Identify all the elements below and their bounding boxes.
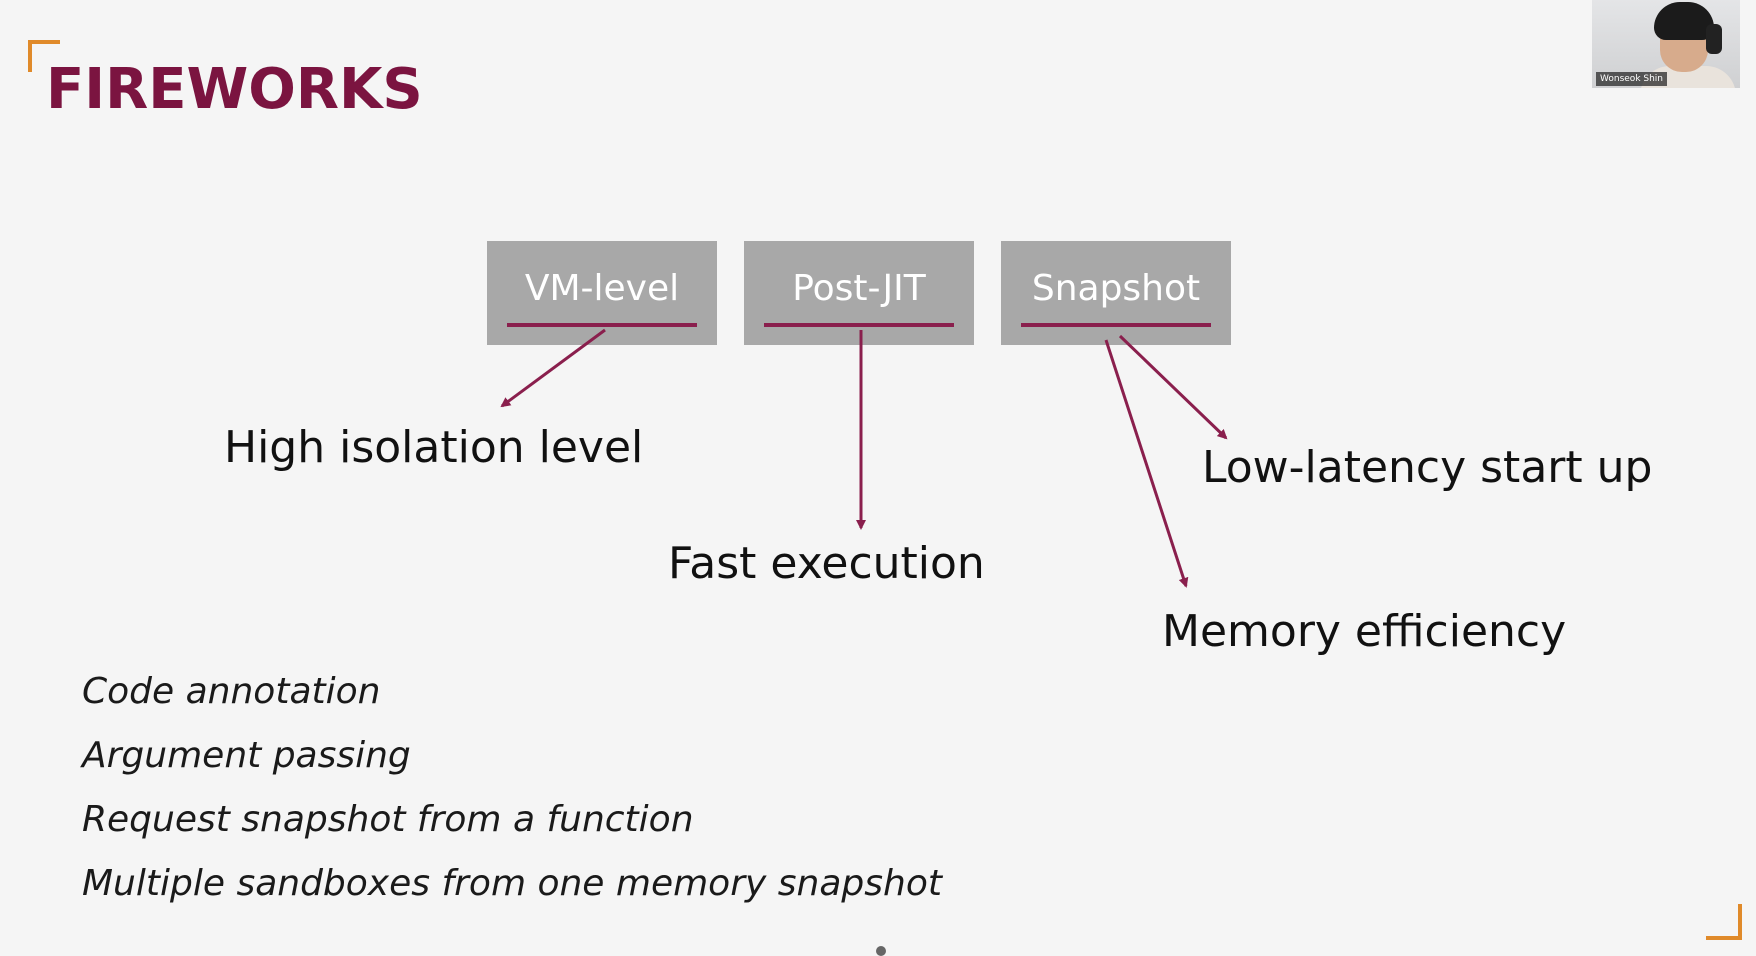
slide-corner-top-left <box>28 40 60 72</box>
slide-indicator-dot <box>876 946 886 956</box>
box-snapshot-underline <box>1021 323 1211 327</box>
slide-corner-bottom-right <box>1706 904 1742 940</box>
note-item: Request snapshot from a function <box>82 799 694 840</box>
arrow-vm-to-isolation <box>500 328 606 408</box>
box-vm-level-underline <box>507 323 697 327</box>
box-snapshot-label: Snapshot <box>1031 268 1201 309</box>
box-snapshot: Snapshot <box>1001 241 1231 345</box>
arrow-snapshot-to-low-latency <box>1118 334 1228 440</box>
note-item: Argument passing <box>82 735 411 776</box>
outcome-fast-execution: Fast execution <box>668 538 985 589</box>
box-post-jit-underline <box>764 323 954 327</box>
notes-list: Code annotation Argument passing Request… <box>82 660 942 916</box>
note-item: Code annotation <box>82 671 381 712</box>
outcome-high-isolation: High isolation level <box>224 422 644 473</box>
box-vm-level: VM-level <box>487 241 717 345</box>
box-post-jit-label: Post-JIT <box>792 268 926 309</box>
webcam-thumbnail[interactable]: Wonseok Shin <box>1592 0 1740 88</box>
slide-title: FIREWORKS <box>46 57 423 122</box>
box-vm-level-label: VM-level <box>524 268 680 309</box>
note-item: Multiple sandboxes from one memory snaps… <box>82 863 942 904</box>
box-post-jit: Post-JIT <box>744 241 974 345</box>
participant-nameplate: Wonseok Shin <box>1596 72 1668 86</box>
outcome-low-latency: Low-latency start up <box>1202 442 1653 493</box>
arrow-snapshot-to-memory <box>1104 339 1189 588</box>
presenter-hair <box>1654 2 1714 40</box>
outcome-memory-efficiency: Memory efficiency <box>1162 606 1567 657</box>
headset-icon <box>1706 24 1722 54</box>
